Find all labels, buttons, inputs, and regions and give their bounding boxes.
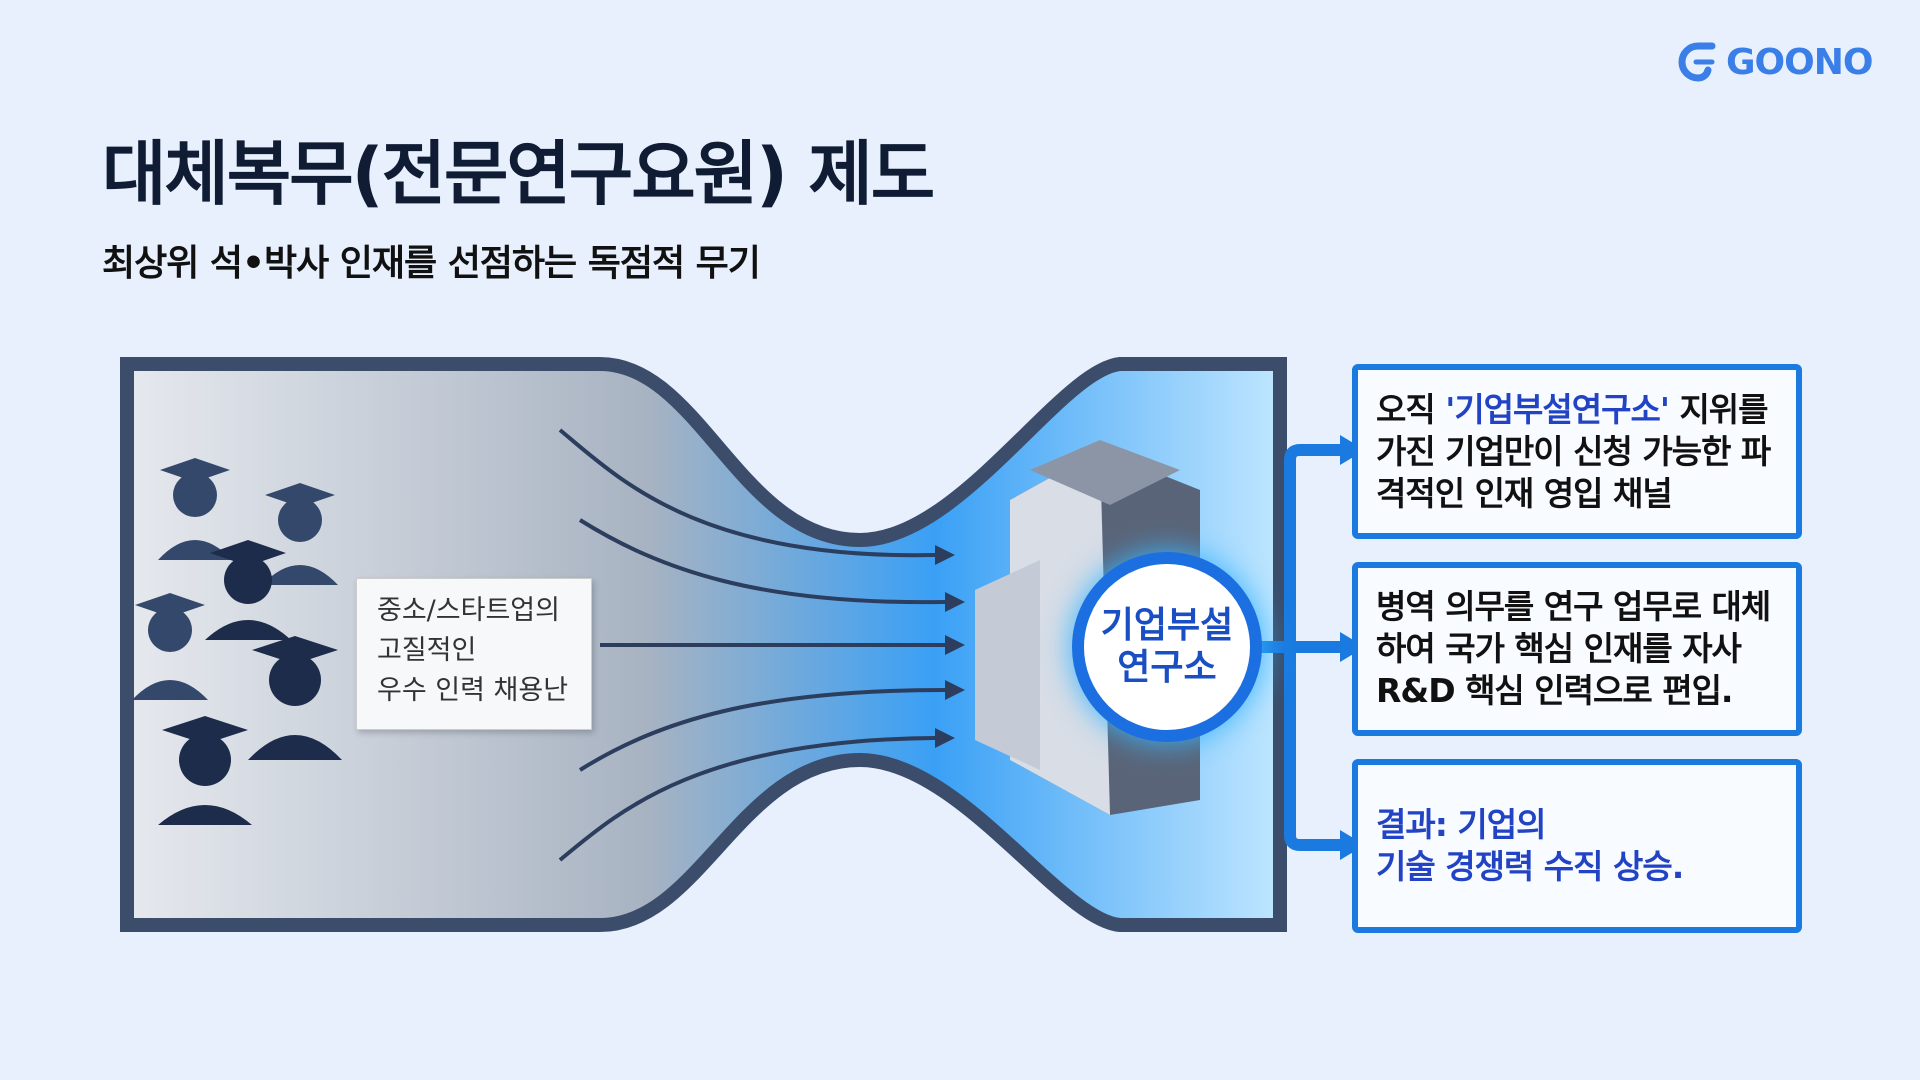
note-line: 중소/스타트업의 [377,595,560,626]
hiring-difficulty-note: 중소/스타트업의 고질적인 우수 인력 채용난 [356,578,592,730]
info-box-substitution: 병역 의무를 연구 업무로 대체하여 국가 핵심 인재를 자사 R&D 핵심 인… [1352,562,1802,736]
page-title: 대체복무(전문연구요원) 제도 [102,133,935,215]
box-text: 기술 경쟁력 수직 상승. [1376,847,1684,886]
graduates-icon [132,458,342,825]
badge-line: 기업부설 [1100,605,1234,646]
info-box-eligibility: 오직 '기업부설연구소' 지위를 가진 기업만이 신청 가능한 파격적인 인재 … [1352,364,1802,539]
goono-logo-icon [1678,42,1716,82]
box-text: 병역 의무를 연구 업무로 대체하여 국가 핵심 인재를 자사 R&D 핵심 인… [1376,587,1771,710]
note-line: 고질적인 [377,635,477,666]
connector-lines [1256,444,1351,851]
flow-arrows [558,428,946,862]
goono-logo: GOONO [1678,40,1873,84]
page-subtitle: 최상위 석•박사 인재를 선점하는 독점적 무기 [102,243,761,284]
arrow-heads [935,545,965,748]
info-box-result: 결과: 기업의 기술 경쟁력 수직 상승. [1352,759,1802,933]
note-line: 우수 인력 채용난 [377,675,569,706]
box-highlight: '기업부설연구소' [1445,389,1670,429]
box-text: 지위를 가진 기업만이 신청 가능한 파격적인 인재 영입 채널 [1376,389,1771,513]
box-text: 오직 [1376,389,1446,429]
badge-line: 연구소 [1117,647,1217,688]
logo-text: GOONO [1726,41,1873,83]
box-text: 결과: 기업의 [1376,805,1547,844]
